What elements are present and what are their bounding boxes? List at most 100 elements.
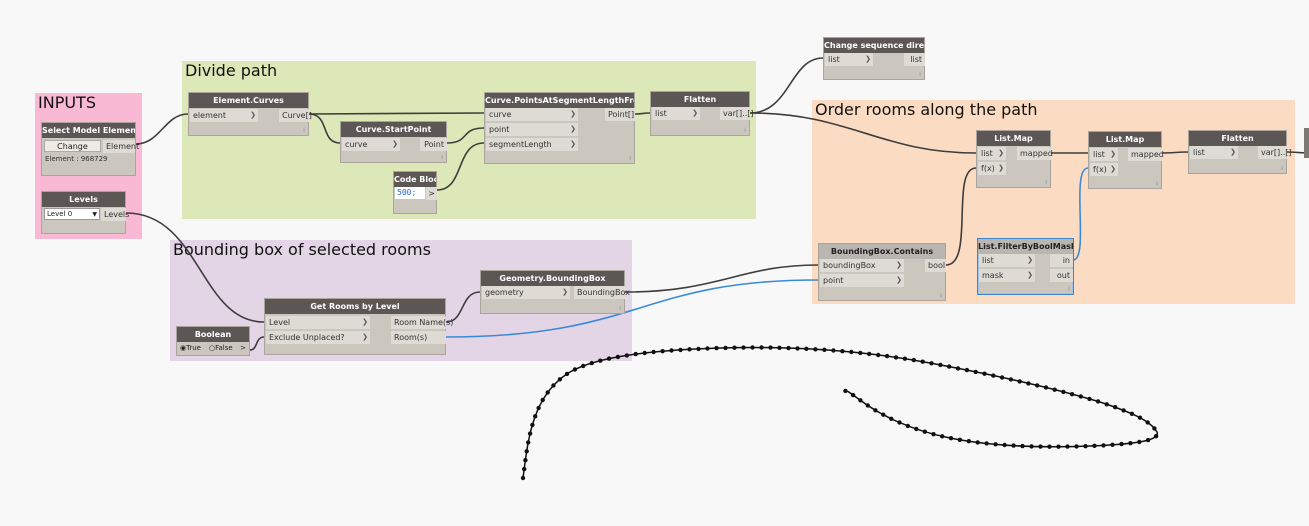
input-port-label: list bbox=[982, 256, 994, 265]
output-port-bool[interactable]: bool bbox=[925, 259, 946, 272]
input-port-bounding-box[interactable]: boundingBox❯ bbox=[820, 259, 904, 272]
stroke-dot bbox=[1137, 439, 1142, 445]
node-get-rooms-by-level[interactable]: Get Rooms by Level Level❯ Exclude Unplac… bbox=[264, 298, 453, 355]
stroke-dot bbox=[849, 349, 854, 355]
node-flatten-2[interactable]: Flatten list❯ var[]..[] ⁞ bbox=[1188, 130, 1292, 174]
stroke-dot bbox=[615, 354, 621, 360]
node-select-model-element[interactable]: Select Model Element Change Element Elem… bbox=[41, 122, 139, 176]
stroke-dot bbox=[1095, 399, 1101, 404]
input-port-level[interactable]: Level❯ bbox=[266, 316, 370, 329]
input-port-exclude-unplaced[interactable]: Exclude Unplaced?❯ bbox=[266, 331, 370, 344]
output-port-code[interactable]: > bbox=[426, 187, 437, 200]
boolean-true-radio[interactable]: ◉True bbox=[180, 344, 201, 352]
input-port-element[interactable]: element❯ bbox=[190, 109, 258, 122]
stroke-dot bbox=[1043, 385, 1049, 390]
node-offscreen-edge[interactable] bbox=[1304, 128, 1309, 158]
output-port-var[interactable]: var[]..[] bbox=[720, 107, 754, 120]
stroke-dot bbox=[947, 364, 952, 369]
node-title: List.FilterByBoolMask bbox=[978, 239, 1073, 254]
output-port-boundingbox[interactable]: BoundingBox bbox=[574, 286, 630, 299]
node-boundingbox-contains[interactable]: BoundingBox.Contains boundingBox❯ point❯… bbox=[818, 243, 946, 301]
output-port-point[interactable]: Point bbox=[420, 138, 447, 151]
input-port-curve[interactable]: curve❯ bbox=[342, 138, 400, 151]
stroke-dot bbox=[1092, 443, 1097, 448]
arrow-right-icon: ❯ bbox=[250, 111, 256, 119]
node-levels[interactable]: Levels Level 0▼ Levels bbox=[41, 191, 129, 234]
input-port-point[interactable]: point❯ bbox=[486, 123, 578, 136]
node-code-block[interactable]: Code Block 500; > bbox=[393, 171, 437, 214]
output-port-mapped[interactable]: mapped bbox=[1128, 148, 1164, 161]
group-bounding-box-title: Bounding box of selected rooms bbox=[173, 240, 431, 259]
stroke-dot bbox=[858, 398, 863, 403]
input-port-fx[interactable]: f(x)❯ bbox=[1090, 163, 1118, 176]
node-footer-icon: ⁞ bbox=[1068, 286, 1070, 293]
node-footer-icon: ⁞ bbox=[441, 154, 443, 161]
node-curve-start-point[interactable]: Curve.StartPoint curve❯ Point ⁞ bbox=[340, 121, 447, 163]
code-editor[interactable]: 500; bbox=[395, 187, 425, 199]
output-port-levels[interactable]: Levels bbox=[101, 208, 129, 221]
stroke-dot bbox=[750, 345, 755, 350]
input-port-list[interactable]: list❯ bbox=[979, 254, 1035, 267]
node-change-sequence-direction[interactable]: Change sequence direction list❯ list ⁞ bbox=[823, 37, 925, 80]
group-divide-path[interactable]: Divide path bbox=[182, 61, 756, 219]
output-port-room-names[interactable]: Room Name(s) bbox=[391, 316, 453, 329]
input-port-list[interactable]: list❯ bbox=[652, 107, 700, 120]
stroke-dot bbox=[964, 367, 970, 373]
output-port-out[interactable]: out bbox=[1050, 269, 1073, 282]
output-port-var[interactable]: var[]..[] bbox=[1258, 146, 1292, 159]
group-divide-path-title: Divide path bbox=[185, 61, 278, 80]
level-dropdown[interactable]: Level 0▼ bbox=[44, 208, 100, 220]
stroke-dot bbox=[1011, 443, 1016, 448]
output-port-in[interactable]: in bbox=[1050, 254, 1073, 267]
output-port-list[interactable]: list bbox=[904, 53, 925, 66]
output-port-rooms[interactable]: Room(s) bbox=[391, 331, 446, 344]
input-port-geometry[interactable]: geometry❯ bbox=[482, 286, 570, 299]
stroke-dot bbox=[520, 475, 526, 481]
boolean-false-radio[interactable]: ○False bbox=[209, 344, 233, 352]
stroke-dot bbox=[1061, 389, 1066, 395]
wire-roomname-to-geometry bbox=[445, 291, 481, 323]
input-port-mask[interactable]: mask❯ bbox=[979, 269, 1035, 282]
output-port-mapped[interactable]: mapped bbox=[1017, 147, 1053, 160]
stroke-dot bbox=[1020, 443, 1025, 449]
input-port-curve[interactable]: curve❯ bbox=[486, 108, 578, 121]
stroke-dot bbox=[1152, 426, 1157, 431]
wire-levels-to-getrooms bbox=[125, 212, 265, 323]
node-footer-icon: ⁞ bbox=[619, 305, 621, 312]
node-boolean[interactable]: Boolean ◉True ○False > bbox=[176, 326, 250, 356]
input-port-point[interactable]: point❯ bbox=[820, 274, 904, 287]
input-port-segment-length[interactable]: segmentLength❯ bbox=[486, 138, 578, 151]
input-port-list[interactable]: list❯ bbox=[978, 147, 1006, 160]
node-points-at-segment-length[interactable]: Curve.PointsAtSegmentLengthFromPoint cur… bbox=[484, 92, 635, 164]
input-port-list[interactable]: list❯ bbox=[825, 53, 873, 66]
node-filter-by-bool-mask[interactable]: List.FilterByBoolMask list❯ mask❯ in out… bbox=[977, 238, 1074, 295]
node-title: Element.Curves bbox=[189, 93, 308, 108]
radio-checked-icon: ◉ bbox=[180, 344, 187, 352]
output-port-boolean[interactable]: > bbox=[240, 344, 246, 352]
node-element-curves[interactable]: Element.Curves element❯ Curve[] ⁞ bbox=[188, 92, 312, 136]
stroke-dot bbox=[840, 349, 845, 354]
stroke-dot bbox=[759, 345, 764, 350]
stroke-dot bbox=[1002, 442, 1007, 448]
node-list-map[interactable]: List.Map list❯ f(x)❯ mapped ⁞ bbox=[976, 130, 1053, 188]
stroke-dot bbox=[831, 348, 836, 353]
input-port-list[interactable]: list❯ bbox=[1190, 146, 1238, 159]
node-flatten[interactable]: Flatten list❯ var[]..[] ⁞ bbox=[650, 91, 754, 136]
stroke-dot bbox=[1035, 383, 1040, 388]
stroke-dot bbox=[905, 423, 910, 429]
node-geometry-boundingbox[interactable]: Geometry.BoundingBox geometry❯ BoundingB… bbox=[480, 270, 630, 314]
change-button[interactable]: Change bbox=[44, 140, 101, 152]
node-list-map-2[interactable]: List.Map list❯ f(x)❯ mapped ⁞ bbox=[1088, 131, 1164, 189]
output-port-points[interactable]: Point[] bbox=[605, 108, 635, 121]
stroke-dot bbox=[524, 449, 529, 454]
node-footer-icon: ⁞ bbox=[629, 155, 631, 162]
node-footer-icon: ⁞ bbox=[919, 71, 921, 78]
output-port-element[interactable]: Element bbox=[103, 140, 139, 153]
input-port-list[interactable]: list❯ bbox=[1090, 148, 1118, 161]
input-port-fx[interactable]: f(x)❯ bbox=[978, 162, 1006, 175]
stroke-dot bbox=[914, 426, 919, 432]
output-port-curve[interactable]: Curve[] bbox=[279, 109, 312, 122]
stroke-dot bbox=[1101, 443, 1106, 448]
input-port-label: point bbox=[823, 276, 844, 285]
input-port-label: list bbox=[981, 149, 993, 158]
